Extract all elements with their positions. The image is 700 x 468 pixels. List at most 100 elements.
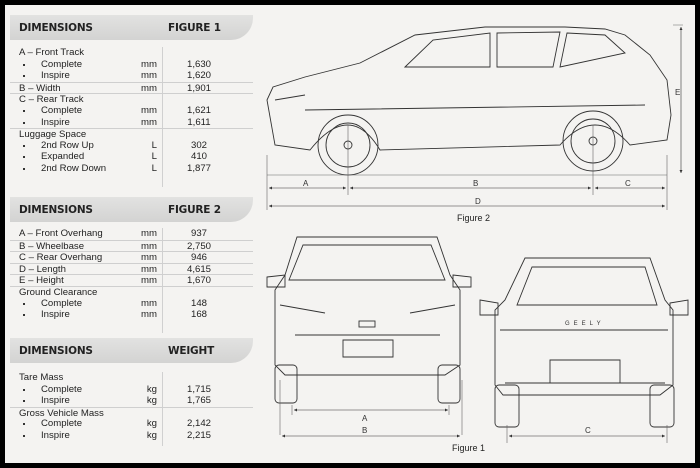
spec-value: 946	[190, 252, 207, 264]
spec-label: 2nd Row Down	[41, 162, 107, 174]
spec-label: Gross Vehicle Mass	[19, 407, 104, 419]
vehicle-drawings: A B C D E A B GEELY C	[266, 24, 689, 443]
spec-value: 410	[190, 151, 207, 163]
spec-label: Expanded	[41, 151, 85, 163]
spec-unit: kg	[146, 418, 157, 430]
front-view-drawing	[266, 236, 472, 438]
bullet-icon	[23, 63, 25, 66]
spec-row: Gross Vehicle Mass	[10, 406, 253, 419]
dim-label-width: B	[362, 426, 367, 435]
spec-unit: mm	[141, 104, 157, 116]
spec-unit: mm	[141, 263, 157, 275]
spec-label: Inspire	[41, 309, 70, 321]
header-subtitle: FIGURE 2	[168, 204, 221, 216]
dim-label-e: E	[675, 88, 680, 97]
spec-value: 1,670	[186, 275, 211, 287]
column-divider	[162, 372, 163, 446]
side-view-drawing	[266, 24, 683, 210]
spec-value: 1,621	[186, 104, 211, 116]
spec-unit: kg	[146, 395, 157, 407]
bullet-icon	[23, 434, 25, 437]
dim-label-rear-track: C	[585, 426, 591, 435]
spec-unit: mm	[141, 275, 157, 287]
header-title: DIMENSIONS	[19, 22, 93, 34]
spec-value: 1,715	[186, 383, 211, 395]
spec-table-figure-2: A – Front Overhang mm 937 B – Wheelbase mm 2,…	[10, 228, 253, 333]
spec-value: 937	[190, 228, 207, 239]
spec-label: A – Front Overhang	[19, 228, 103, 239]
spec-unit: mm	[141, 58, 157, 70]
section-header-figure-1: DIMENSIONS FIGURE 1	[10, 15, 253, 40]
spec-label: Luggage Space	[19, 129, 87, 141]
spec-unit: L	[151, 162, 157, 174]
spec-value: 1,901	[186, 82, 211, 94]
spec-row: Luggage Space	[10, 128, 253, 140]
bullet-icon	[23, 388, 25, 391]
dim-label-d: D	[475, 197, 481, 206]
dim-label-b: B	[473, 179, 478, 188]
spec-row: A – Front Overhang mm 937	[10, 228, 253, 240]
spec-row: 2nd Row Down L 1,877	[10, 163, 253, 175]
header-subtitle: WEIGHT	[168, 345, 215, 357]
dim-label-a: A	[303, 179, 309, 188]
spec-value: 1,620	[186, 70, 211, 82]
bullet-icon	[23, 167, 25, 170]
spec-label: Inspire	[41, 70, 70, 82]
spec-label: Complete	[41, 58, 83, 70]
bullet-icon	[23, 156, 25, 159]
spec-row: C – Rear Track	[10, 93, 253, 105]
spec-label: Complete	[41, 104, 83, 116]
spec-label: Complete	[41, 297, 83, 309]
spec-label: Inspire	[41, 395, 70, 407]
header-title: DIMENSIONS	[19, 345, 93, 357]
spec-row: Inspire kg 2,215	[10, 430, 253, 442]
bullet-icon	[23, 302, 25, 305]
bullet-icon	[23, 121, 25, 124]
spec-value: 2,750	[186, 240, 211, 252]
figure-1-caption: Figure 1	[452, 443, 486, 453]
spec-row: Complete mm 1,621	[10, 105, 253, 117]
spec-row: C – Rear Overhang mm 946	[10, 251, 253, 263]
bullet-icon	[23, 109, 25, 112]
column-divider	[162, 228, 163, 333]
spec-value: 2,215	[186, 429, 211, 441]
spec-unit: mm	[141, 116, 157, 128]
spec-row: A – Front Track	[10, 47, 253, 59]
spec-label: C – Rear Overhang	[19, 252, 103, 264]
spec-row: Tare Mass	[10, 372, 253, 384]
bullet-icon	[23, 75, 25, 78]
spec-unit: kg	[146, 383, 157, 395]
spec-label: Tare Mass	[19, 372, 64, 383]
spec-unit: mm	[141, 297, 157, 309]
spec-unit: mm	[141, 228, 157, 239]
rear-badge-logo: GEELY	[565, 321, 605, 327]
spec-value: 4,615	[186, 263, 211, 275]
spec-label: Inspire	[41, 116, 70, 128]
dim-label-c: C	[625, 179, 631, 188]
spec-value: 302	[190, 139, 207, 151]
spec-unit: mm	[141, 252, 157, 264]
spec-label: D – Length	[19, 263, 66, 275]
header-subtitle: FIGURE 1	[168, 22, 221, 34]
section-header-weight: DIMENSIONS WEIGHT	[10, 338, 253, 363]
bullet-icon	[23, 144, 25, 147]
spec-label: B – Width	[19, 82, 61, 94]
spec-label: Inspire	[41, 429, 70, 441]
spec-label: Ground Clearance	[19, 286, 98, 298]
spec-value: 168	[190, 309, 207, 321]
spec-value: 1,877	[186, 162, 211, 174]
spec-label: B – Wheelbase	[19, 240, 85, 252]
rear-view-drawing	[479, 257, 689, 443]
spec-label: Complete	[41, 418, 83, 430]
spec-unit: kg	[146, 429, 157, 441]
spec-value: 1,611	[187, 116, 211, 128]
